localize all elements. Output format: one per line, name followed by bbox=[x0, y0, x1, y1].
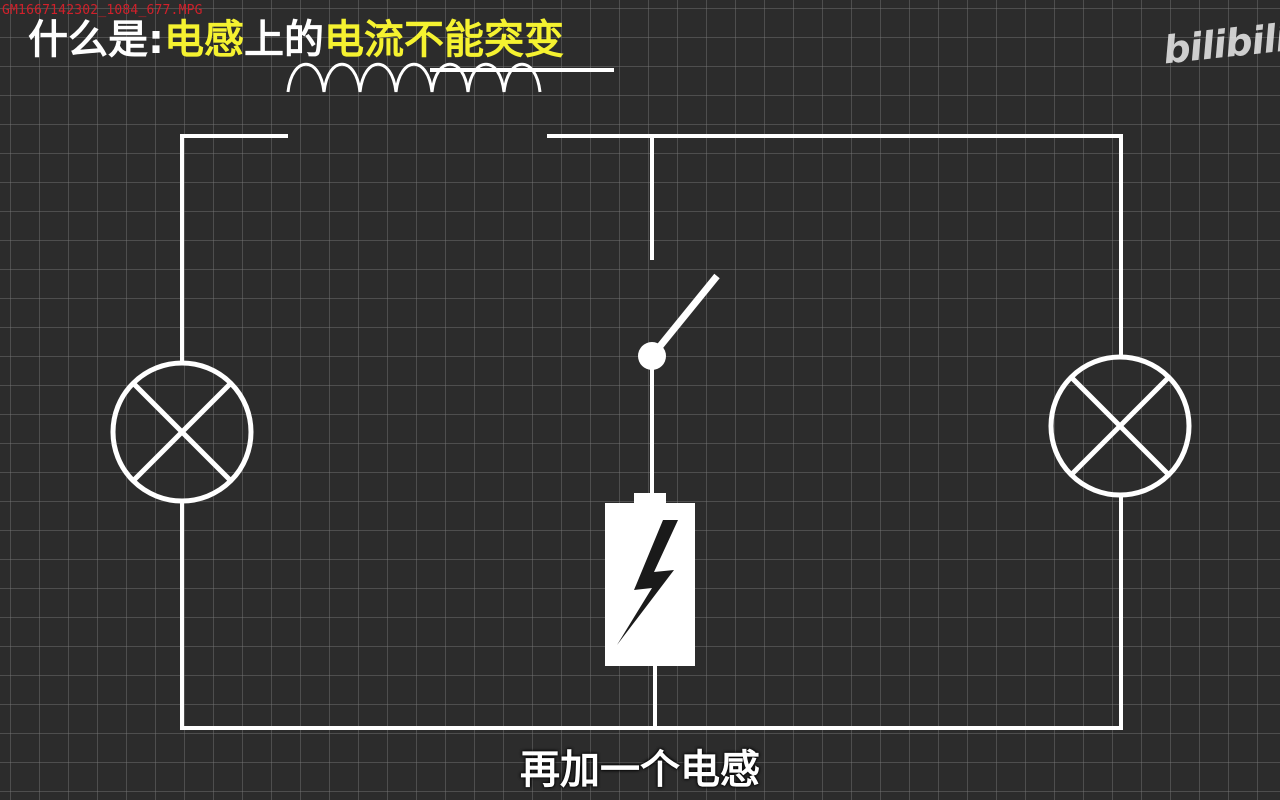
title-prefix: 什么是: bbox=[28, 17, 164, 63]
title-mid: 上的 bbox=[244, 17, 324, 63]
lamp-left-icon bbox=[110, 360, 254, 504]
inductor-coil bbox=[286, 62, 542, 93]
wire-bottom-right bbox=[655, 496, 1123, 730]
wire-top-right bbox=[547, 134, 1123, 356]
filename-overlay: GM1667142302_1084_677.MPG bbox=[2, 3, 203, 18]
page-title: 什么是:电感上的电流不能突变 bbox=[28, 18, 564, 62]
wire-top-left bbox=[180, 134, 288, 362]
title-highlight-current: 电流不能突变 bbox=[324, 17, 564, 63]
battery-icon bbox=[605, 493, 695, 666]
lamp-right-icon bbox=[1048, 354, 1192, 498]
wire-bottom-left bbox=[180, 502, 655, 730]
switch-pivot bbox=[638, 342, 666, 370]
switch-lever bbox=[649, 273, 720, 359]
title-highlight-inductor: 电感 bbox=[164, 17, 244, 63]
subtitle-caption: 再加一个电感 bbox=[520, 747, 760, 793]
bolt-icon bbox=[617, 520, 678, 645]
